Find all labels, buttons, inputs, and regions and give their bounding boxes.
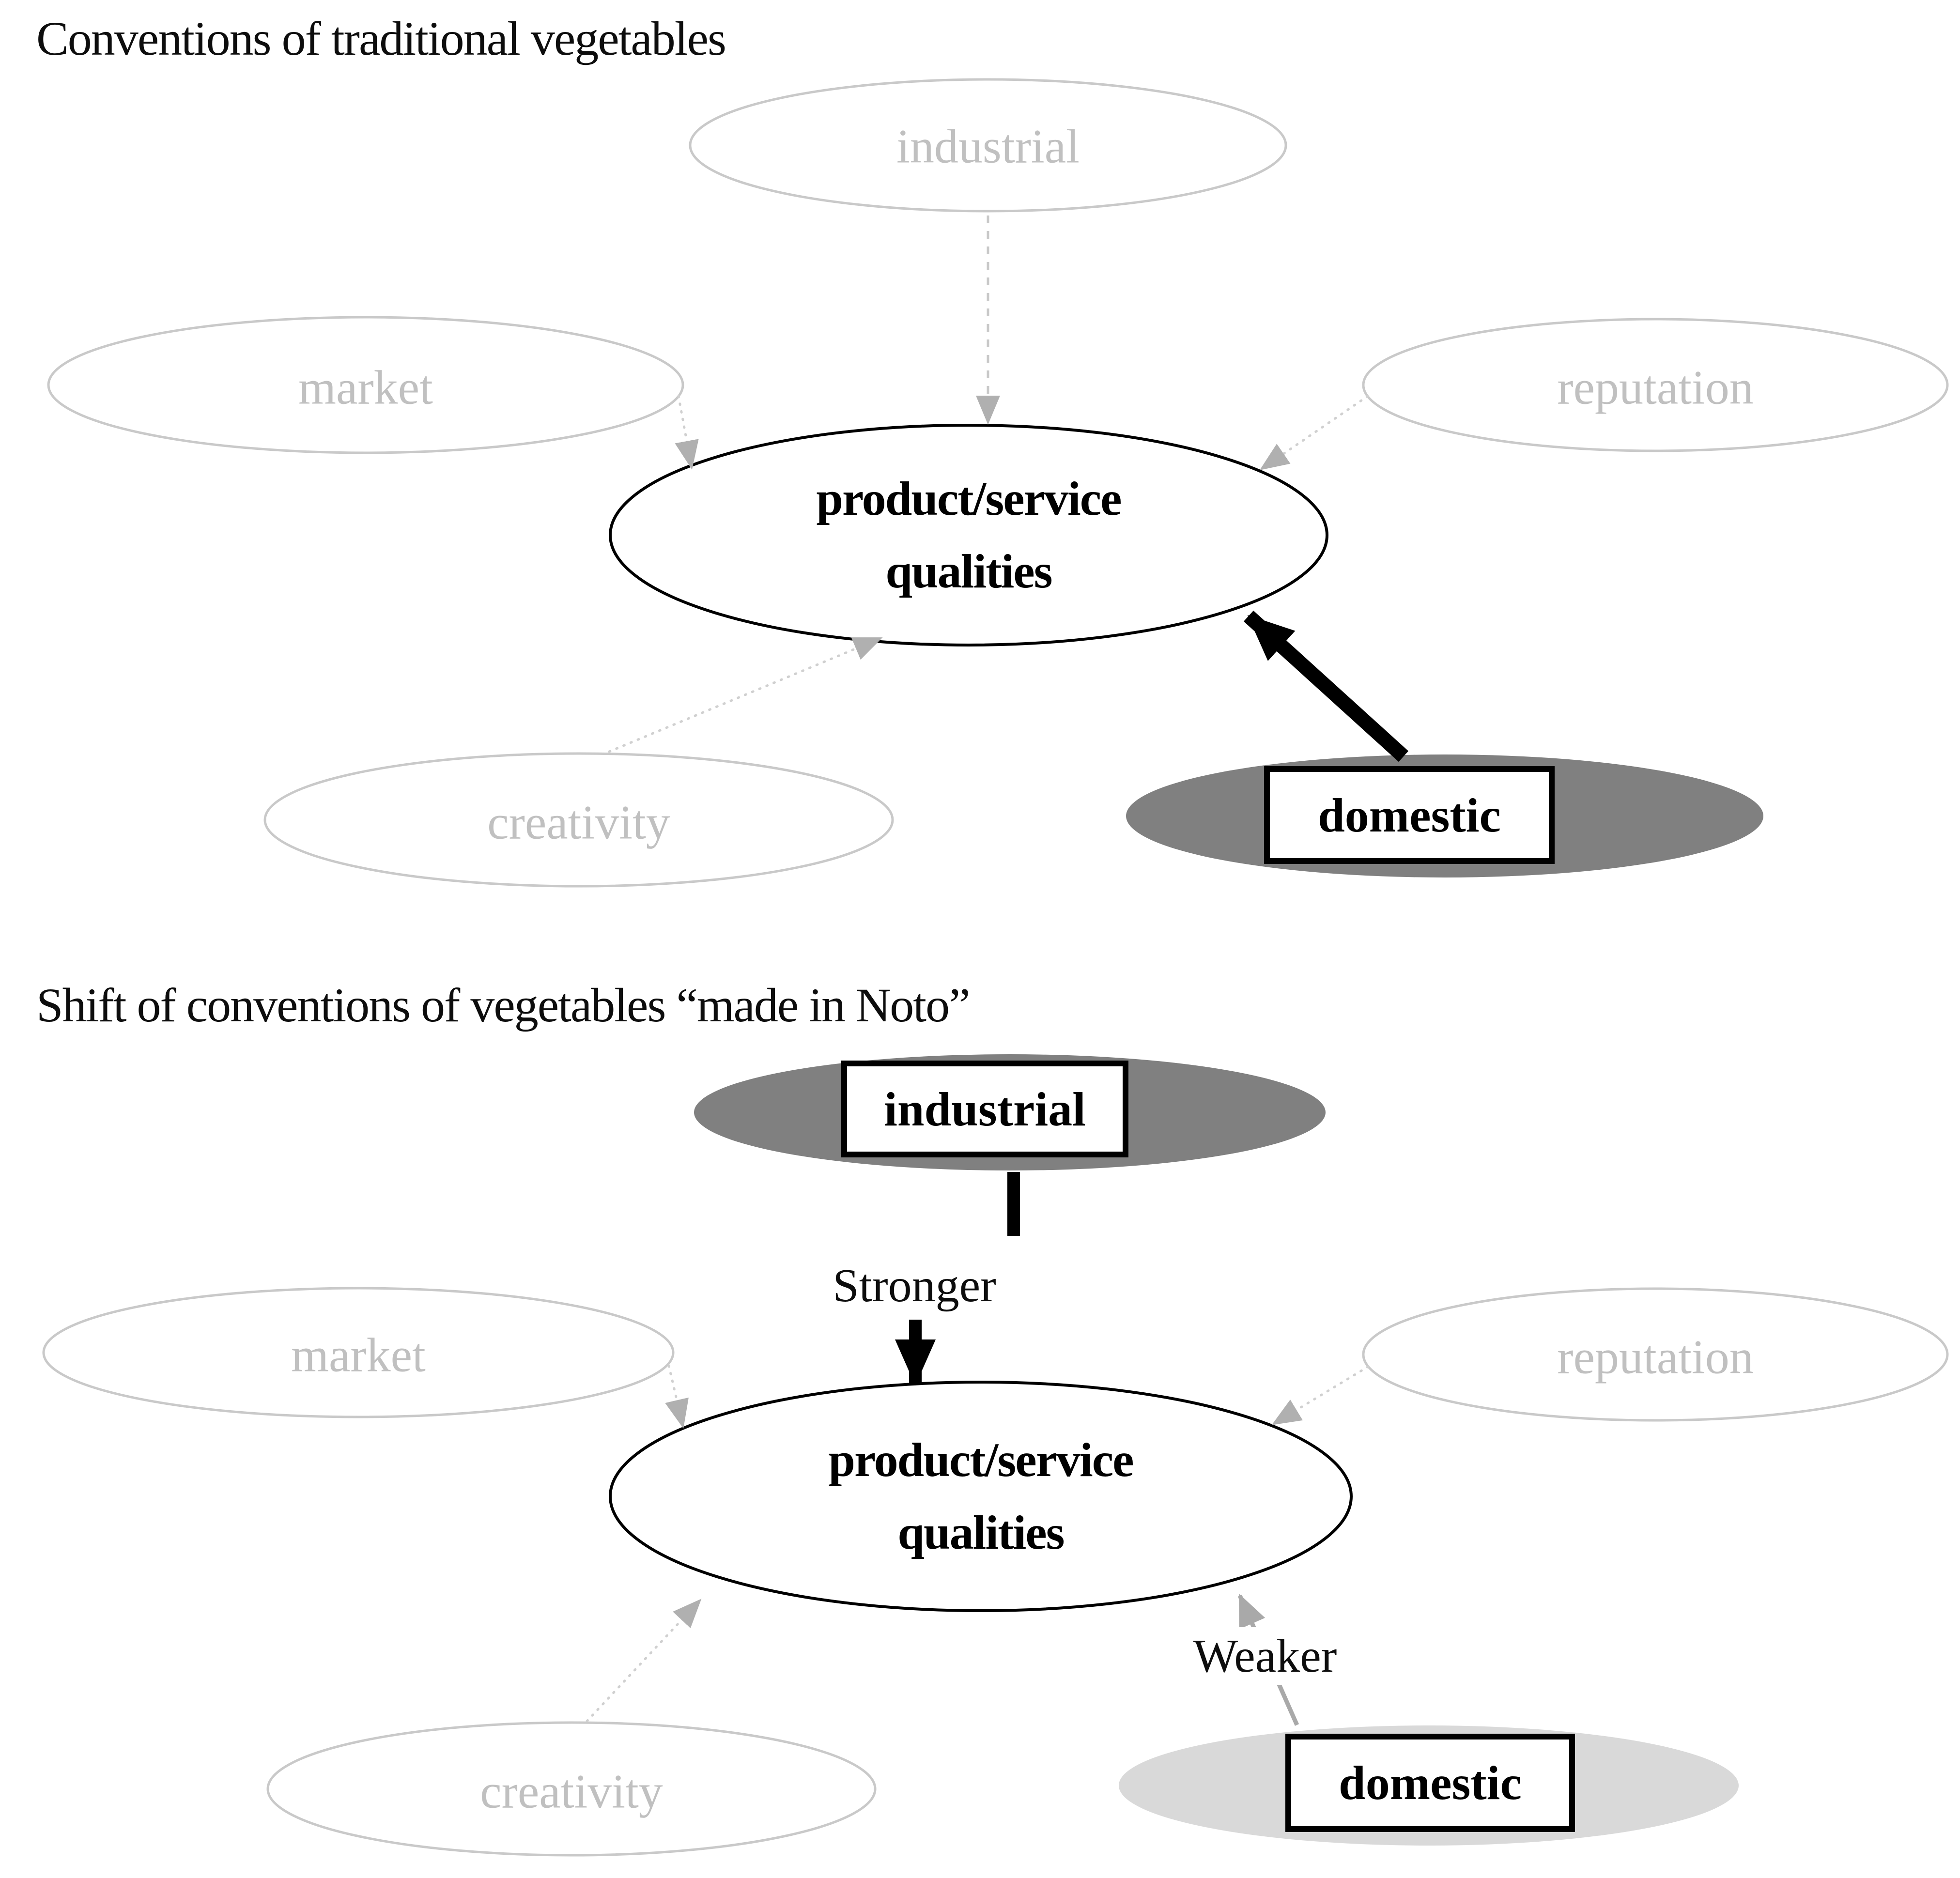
diagram1-center-label: product/service qualities [816,462,1122,608]
diagram2-creativity-ellipse [266,1721,877,1857]
arrow-reputation1-to-center [1259,395,1369,470]
diagram1-market-label: market [298,360,433,415]
arrow-market2-to-center [665,1364,689,1429]
diagram2-center-line1: product/service [828,1433,1134,1487]
diagram2-center-ellipse [609,1381,1353,1612]
diagram1-reputation-label: reputation [1557,360,1754,415]
diagram2-domestic-label: domestic [1339,1756,1522,1810]
stronger-label: Stronger [826,1257,1003,1315]
diagram1-center-line2: qualities [885,544,1052,598]
diagram1-creativity-label: creativity [487,795,670,849]
diagram1-title: Conventions of traditional vegetables [36,12,726,65]
diagram1-center-line1: product/service [816,472,1122,525]
arrow-reputation2-to-center [1271,1365,1370,1425]
diagram1-domestic-box: domestic [1264,766,1555,864]
diagram2-market-ellipse [42,1287,675,1418]
arrow-market1-to-center [675,395,699,470]
diagram2-creativity-label: creativity [480,1764,663,1818]
diagram1-market-ellipse [47,316,684,454]
diagram2-title: Shift of conventions of vegetables “made… [36,978,970,1032]
diagram2-center-label: product/service qualities [828,1424,1134,1569]
diagram2-industrial-label: industrial [884,1082,1086,1136]
diagram1-center-ellipse [609,424,1328,647]
arrow-creativity1-to-center [608,637,883,753]
weaker-label: Weaker [1186,1627,1344,1685]
arrow-creativity2-to-center [586,1599,702,1723]
diagram2-reputation-label: reputation [1557,1330,1754,1384]
diagram2-domestic-box: domestic [1285,1734,1575,1832]
diagram1-reputation-ellipse [1362,318,1949,452]
diagram2-industrial-box: industrial [841,1061,1128,1157]
arrow-domestic1-to-center-strong [1243,610,1409,762]
diagram2-reputation-ellipse [1362,1287,1949,1422]
diagram1-industrial-ellipse [689,78,1287,213]
diagram1-creativity-ellipse [263,752,894,888]
diagram1-domestic-label: domestic [1318,788,1501,842]
diagram2-market-label: market [291,1328,426,1382]
diagram2-center-line2: qualities [897,1506,1065,1559]
diagram1-industrial-label: industrial [896,119,1080,173]
